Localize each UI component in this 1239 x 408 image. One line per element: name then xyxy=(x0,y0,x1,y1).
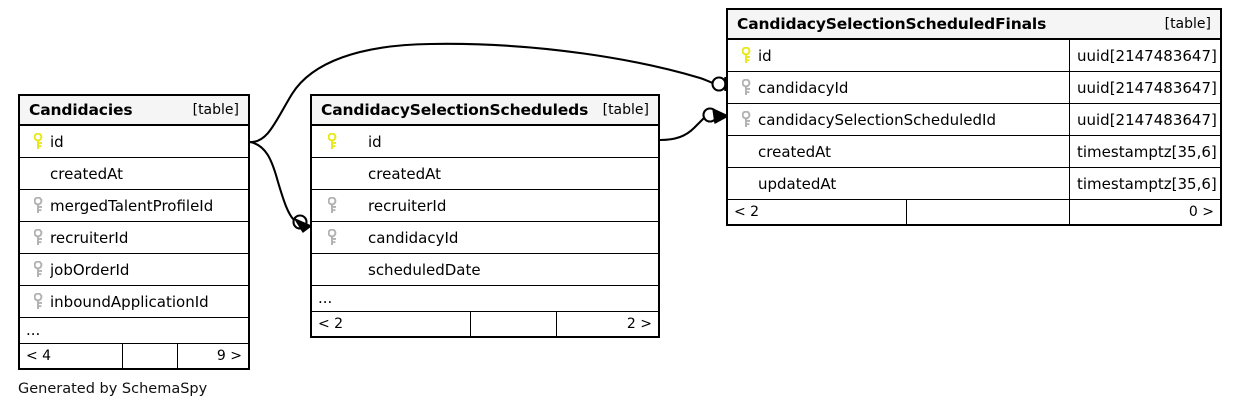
table-row[interactable]: inboundApplicationId xyxy=(20,286,248,318)
table-row[interactable]: createdAt xyxy=(312,158,658,190)
table-row[interactable]: id xyxy=(312,126,658,158)
table-row[interactable]: jobOrderId xyxy=(20,254,248,286)
column-cell: createdAt xyxy=(312,158,658,189)
column-name: candidacySelectionScheduledId xyxy=(758,110,996,129)
column-cell: id xyxy=(728,40,1069,71)
column-type: uuid[2147483647] xyxy=(1069,72,1220,103)
column-name: id xyxy=(758,46,772,65)
table-title: CandidacySelectionScheduledFinals xyxy=(737,15,1047,33)
column-name: candidacyId xyxy=(368,228,459,247)
column-name: id xyxy=(368,132,382,151)
column-name: jobOrderId xyxy=(50,260,130,279)
table-candidacy-selection-scheduled-finals[interactable]: CandidacySelectionScheduledFinals [table… xyxy=(726,8,1222,226)
footer-middle-cell xyxy=(470,312,556,336)
table-row[interactable]: id uuid[2147483647] xyxy=(728,40,1220,72)
more-columns-indicator: ... xyxy=(312,286,658,312)
table-footer: < 2 2 > xyxy=(312,312,658,336)
table-type-tag: [table] xyxy=(602,102,649,118)
table-candidacy-selection-scheduleds[interactable]: CandidacySelectionScheduleds [table] id … xyxy=(310,94,660,338)
foreign-key-icon xyxy=(736,79,758,96)
column-name: mergedTalentProfileId xyxy=(50,196,214,215)
table-row[interactable]: createdAt timestamptz[35,6] xyxy=(728,136,1220,168)
footer-children-count[interactable]: 0 > xyxy=(1069,200,1220,224)
edge-candidacies-to-scheduleds xyxy=(249,140,312,233)
table-header-candidacy-selection-scheduled-finals: CandidacySelectionScheduledFinals [table… xyxy=(728,10,1220,40)
generated-by-caption: Generated by SchemaSpy xyxy=(18,381,208,397)
column-name: createdAt xyxy=(758,142,832,161)
column-cell: createdAt xyxy=(728,136,1069,167)
column-name: recruiterId xyxy=(368,196,447,215)
foreign-key-icon xyxy=(28,293,50,310)
column-cell: jobOrderId xyxy=(20,254,248,285)
column-type: uuid[2147483647] xyxy=(1069,104,1220,135)
column-name: updatedAt xyxy=(758,174,837,193)
column-type: timestamptz[35,6] xyxy=(1069,136,1220,167)
table-footer: < 4 9 > xyxy=(20,344,248,368)
column-cell: id xyxy=(20,126,248,157)
edge-scheduleds-to-finals xyxy=(659,107,729,142)
column-cell: inboundApplicationId xyxy=(20,286,248,317)
column-cell: updatedAt xyxy=(728,168,1069,199)
column-name: id xyxy=(50,132,64,151)
column-name: createdAt xyxy=(50,164,124,183)
table-type-tag: [table] xyxy=(1164,16,1211,32)
table-type-tag: [table] xyxy=(192,102,239,118)
table-header-candidacies: Candidacies [table] xyxy=(20,96,248,126)
table-row[interactable]: scheduledDate xyxy=(312,254,658,286)
footer-parents-count[interactable]: < 2 xyxy=(734,204,760,220)
table-header-candidacy-selection-scheduleds: CandidacySelectionScheduleds [table] xyxy=(312,96,658,126)
column-type: uuid[2147483647] xyxy=(1069,40,1220,71)
footer-middle-cell xyxy=(906,200,1069,224)
footer-parents-count[interactable]: < 2 xyxy=(318,316,344,332)
table-row[interactable]: recruiterId xyxy=(312,190,658,222)
table-row[interactable]: mergedTalentProfileId xyxy=(20,190,248,222)
column-type: timestamptz[35,6] xyxy=(1069,168,1220,199)
foreign-key-icon xyxy=(320,197,368,214)
foreign-key-icon xyxy=(28,261,50,278)
column-cell: candidacyId xyxy=(728,72,1069,103)
column-name: candidacyId xyxy=(758,78,849,97)
foreign-key-icon xyxy=(28,197,50,214)
table-title: CandidacySelectionScheduleds xyxy=(321,101,589,119)
column-cell: id xyxy=(312,126,658,157)
column-cell: recruiterId xyxy=(20,222,248,253)
column-cell: recruiterId xyxy=(312,190,658,221)
table-title: Candidacies xyxy=(29,101,133,119)
table-row[interactable]: createdAt xyxy=(20,158,248,190)
footer-children-count[interactable]: 2 > xyxy=(556,312,658,336)
table-row[interactable]: candidacyId xyxy=(312,222,658,254)
foreign-key-icon xyxy=(28,229,50,246)
table-row[interactable]: recruiterId xyxy=(20,222,248,254)
footer-middle-cell xyxy=(122,344,177,368)
table-row[interactable]: updatedAt timestamptz[35,6] xyxy=(728,168,1220,200)
column-cell: createdAt xyxy=(20,158,248,189)
table-row[interactable]: id xyxy=(20,126,248,158)
primary-key-icon xyxy=(28,133,50,150)
column-cell: scheduledDate xyxy=(312,254,658,285)
foreign-key-icon xyxy=(320,229,368,246)
column-name: inboundApplicationId xyxy=(50,292,209,311)
table-footer: < 2 0 > xyxy=(728,200,1220,224)
column-name: scheduledDate xyxy=(368,260,481,279)
primary-key-icon xyxy=(736,47,758,64)
column-cell: candidacySelectionScheduledId xyxy=(728,104,1069,135)
footer-parents-count[interactable]: < 4 xyxy=(26,348,52,364)
column-cell: candidacyId xyxy=(312,222,658,253)
column-name: createdAt xyxy=(368,164,442,183)
footer-children-count[interactable]: 9 > xyxy=(177,344,248,368)
more-columns-indicator: ... xyxy=(20,318,248,344)
table-row[interactable]: candidacyId uuid[2147483647] xyxy=(728,72,1220,104)
foreign-key-icon xyxy=(736,111,758,128)
table-row[interactable]: candidacySelectionScheduledId uuid[21474… xyxy=(728,104,1220,136)
primary-key-icon xyxy=(320,133,368,150)
column-cell: mergedTalentProfileId xyxy=(20,190,248,221)
table-candidacies[interactable]: Candidacies [table] id createdAt me xyxy=(18,94,250,370)
column-name: recruiterId xyxy=(50,228,129,247)
